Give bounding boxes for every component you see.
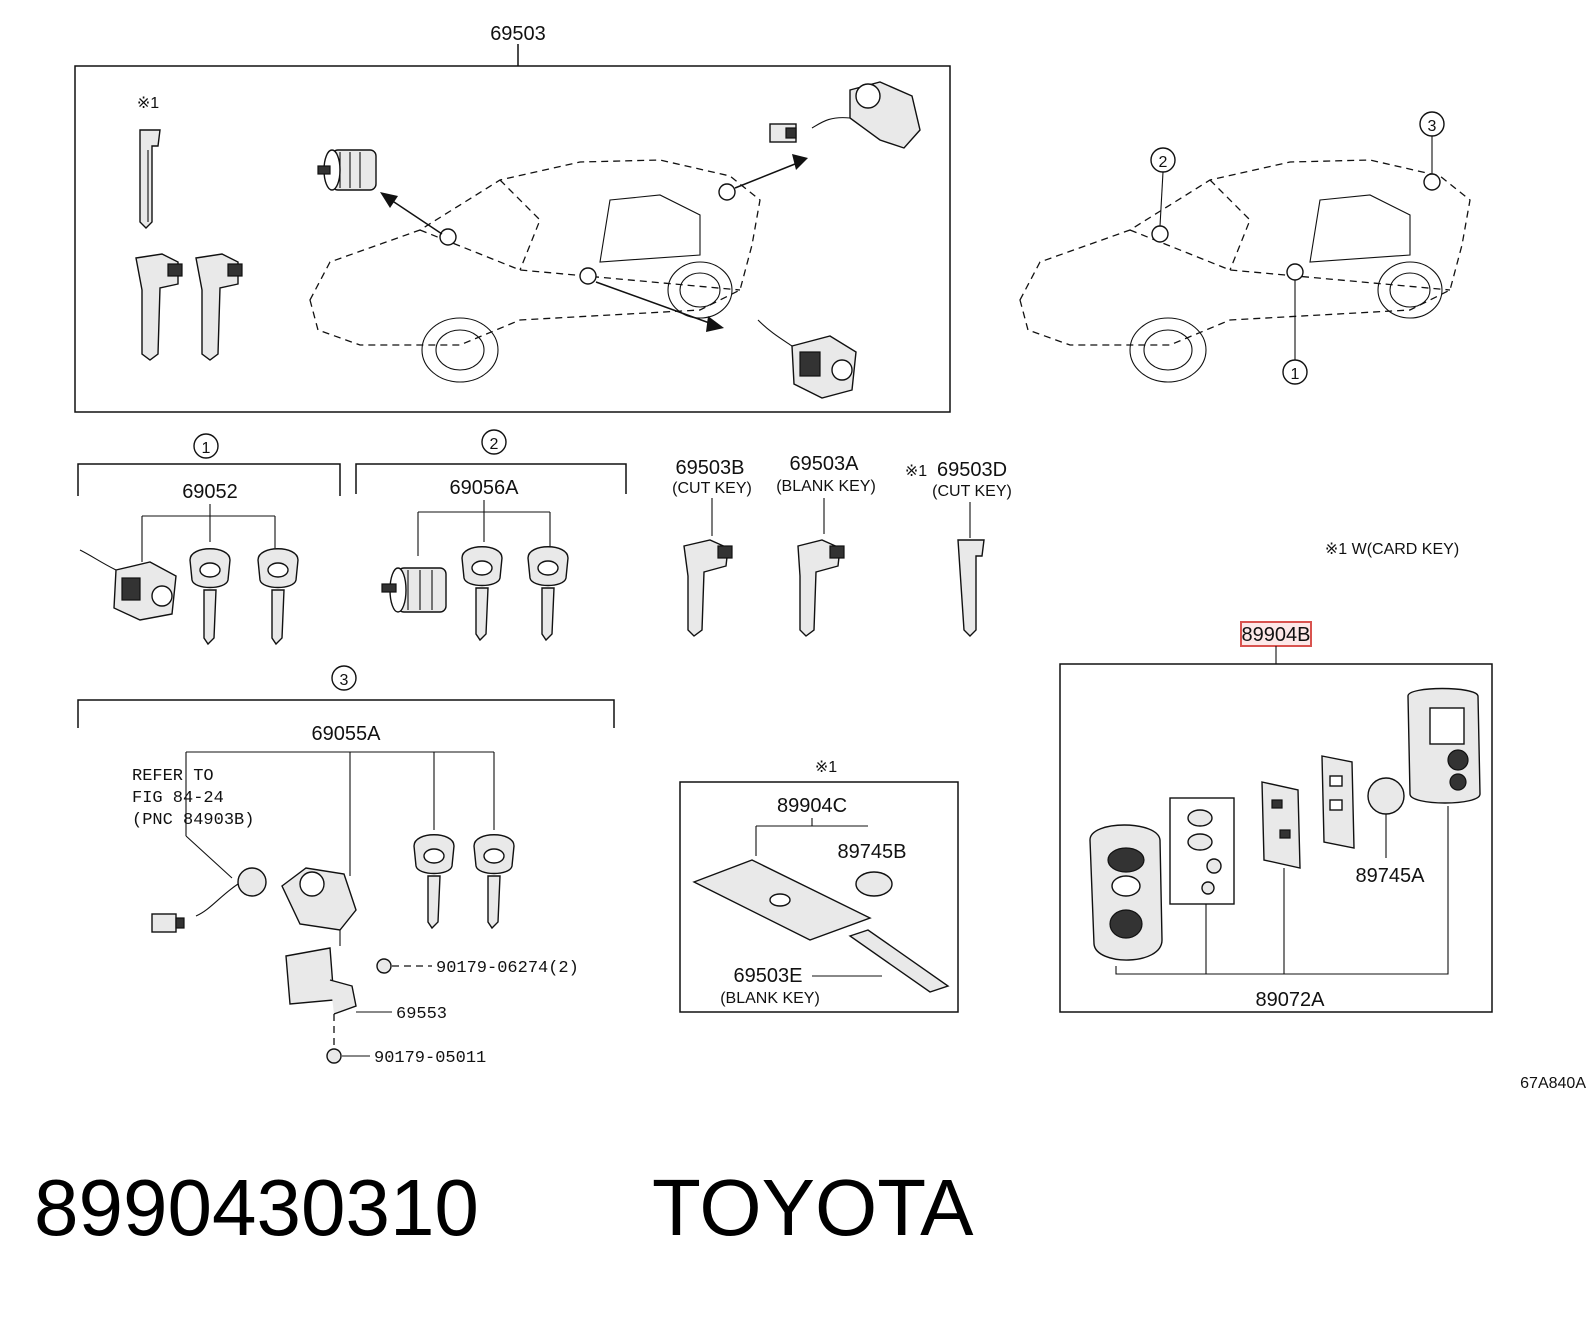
card-key-icon: ※1	[137, 95, 161, 229]
svg-text:1: 1	[1291, 366, 1300, 383]
door-lock-cylinder-icon	[757, 319, 857, 399]
key-icon	[957, 539, 985, 637]
arrow-icon	[595, 281, 724, 332]
part-69503E-note: (BLANK KEY)	[720, 990, 820, 1007]
ignition-switch-icon	[769, 81, 921, 149]
arrow-icon	[734, 154, 808, 189]
ignition-switch-icon	[281, 867, 357, 946]
part-69503A: 69503A (BLANK KEY)	[776, 453, 876, 637]
svg-text:2: 2	[490, 436, 499, 453]
refer-line-3: (PNC 84903B)	[132, 811, 254, 830]
key-icon	[189, 548, 231, 646]
svg-text:2: 2	[1159, 154, 1168, 171]
key-icon	[797, 539, 841, 637]
switch-harness-icon	[151, 835, 267, 933]
figure-code: 67A840A	[1520, 1075, 1586, 1092]
svg-text:1: 1	[202, 440, 211, 457]
circuit-board-icon	[1261, 781, 1301, 869]
card-key-marker: ※1	[815, 759, 837, 776]
lock-cylinder-icon	[317, 149, 377, 191]
card-key-box: ※1 89904C 89745B 69503E (BLANK KEY)	[679, 759, 959, 1013]
key-icon	[257, 548, 299, 646]
svg-text:3: 3	[340, 672, 349, 689]
card-key-legend: ※1 W(CARD KEY)	[1325, 541, 1459, 558]
part-69503A-note: (BLANK KEY)	[776, 478, 876, 495]
bolt-icon: 90179-05011	[326, 1014, 486, 1068]
part-69056A-label: 69056A	[450, 477, 520, 499]
part-69503E-label: 69503E	[734, 965, 803, 987]
blank-key-icon	[848, 929, 950, 993]
car-illustration-main	[309, 159, 761, 383]
nut-icon: 90179-06274(2)	[376, 958, 579, 978]
refer-note: REFER TO FIG 84-24 (PNC 84903B)	[132, 767, 254, 830]
battery-icon	[1367, 777, 1405, 815]
bracket-icon: 69553	[285, 947, 447, 1024]
lock-cylinder-icon	[381, 567, 447, 613]
refer-line-1: REFER TO	[132, 767, 214, 786]
part-number-title: 8990430310	[34, 1163, 479, 1252]
bolt-90179-06274-label: 90179-06274(2)	[436, 959, 579, 978]
group-1-bracket: 1 69052	[77, 433, 341, 562]
refer-line-2: FIG 84-24	[132, 789, 224, 808]
group-2-bracket: 2 69056A	[355, 429, 627, 556]
part-69055A-label: 69055A	[312, 723, 382, 745]
part-69503D: ※1 69503D (CUT KEY)	[905, 459, 1012, 637]
part-69503D-label: 69503D	[937, 459, 1007, 481]
part-69503B-label: 69503B	[676, 457, 745, 479]
part-69503B: 69503B (CUT KEY)	[672, 457, 752, 637]
button-set-icon	[1169, 797, 1235, 905]
part-89745A-label: 89745A	[1356, 865, 1426, 887]
group-3-bracket: 3 69055A	[77, 665, 615, 876]
callout-1-car: 1	[1282, 359, 1308, 385]
part-89745B-label: 89745B	[838, 841, 907, 863]
callout-2-car: 2	[1150, 147, 1176, 173]
part-69503D-note: (CUT KEY)	[932, 483, 1012, 500]
key-icon	[473, 834, 515, 930]
remote-housing-icon	[1407, 687, 1481, 804]
key-icon	[527, 546, 569, 642]
marker-card-key-top: ※1	[137, 95, 159, 112]
arrow-icon	[380, 192, 443, 235]
key-icon	[195, 253, 243, 361]
door-lock-cylinder-icon	[79, 549, 177, 621]
part-89072A-label: 89072A	[1256, 989, 1326, 1011]
part-69052-label: 69052	[182, 481, 238, 503]
bolt-90179-05011-label: 90179-05011	[374, 1049, 486, 1068]
assembly-69503-label: 69503	[490, 23, 546, 45]
part-69503A-label: 69503A	[790, 453, 860, 475]
key-icon	[683, 539, 729, 637]
car-illustration-locations	[1019, 136, 1471, 383]
marker-69503D: ※1	[905, 463, 927, 480]
key-icon	[413, 834, 455, 930]
part-89904C-label: 89904C	[777, 795, 847, 817]
key-icon	[461, 546, 503, 642]
part-69503B-note: (CUT KEY)	[672, 480, 752, 497]
battery-icon	[855, 871, 893, 897]
remote-fob-icon	[1089, 824, 1163, 961]
bracket-69553-label: 69553	[396, 1005, 447, 1024]
brand-title: TOYOTA	[652, 1163, 974, 1252]
svg-text:3: 3	[1428, 118, 1437, 135]
callout-3-car: 3	[1419, 111, 1445, 137]
transmitter-box: 89904B	[1059, 621, 1493, 1013]
key-case-icon	[1321, 755, 1355, 849]
assembly-69503-frame: 69503	[74, 23, 951, 413]
key-icon	[135, 253, 183, 361]
part-89904B-label: 89904B	[1242, 624, 1311, 646]
